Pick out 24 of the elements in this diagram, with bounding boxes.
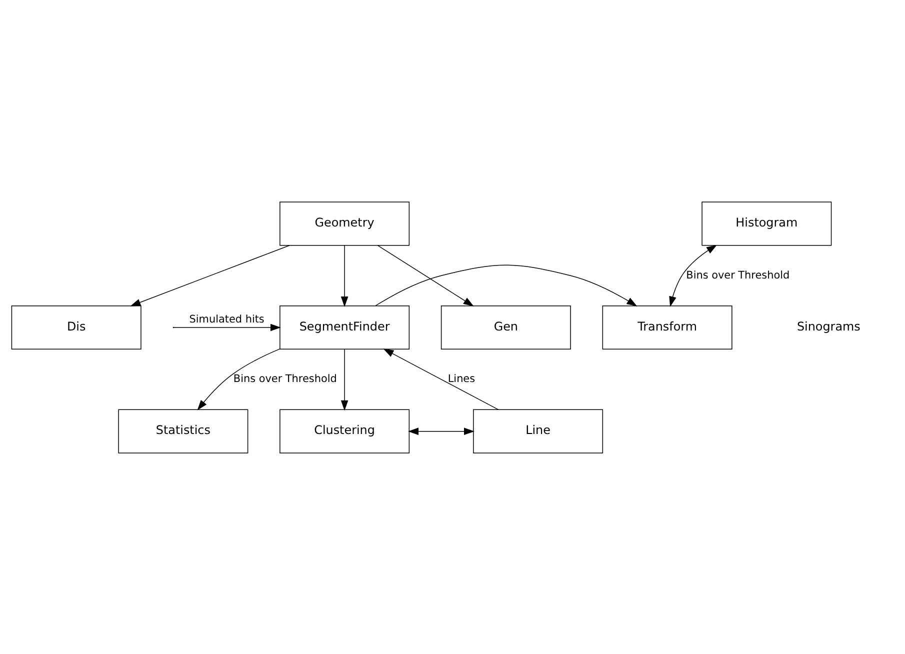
node-box: Histogram xyxy=(702,201,832,246)
node-box: Gen xyxy=(440,304,571,350)
node-box: Geometry xyxy=(280,201,410,246)
arrow xyxy=(375,264,638,306)
arrow xyxy=(340,244,348,306)
edge-label: Bins over Threshold xyxy=(686,268,790,281)
arrow xyxy=(174,323,281,331)
arrow xyxy=(383,348,499,410)
arrow xyxy=(340,348,348,410)
arrow xyxy=(377,244,474,306)
node-box: SegmentFinder xyxy=(280,304,410,350)
label: Sinograms xyxy=(796,318,860,333)
node-box: Clustering xyxy=(280,408,410,453)
arrow xyxy=(408,427,474,435)
edge-label: Bins over Threshold xyxy=(233,372,337,385)
edge-label: Simulated hits xyxy=(189,312,264,325)
node-box: Statistics xyxy=(118,408,248,453)
arrow xyxy=(130,244,290,306)
node-box: Transform xyxy=(602,304,732,350)
edge-label: Lines xyxy=(448,372,476,385)
arrow xyxy=(669,244,717,306)
node-box: Line xyxy=(473,408,604,453)
arrow xyxy=(197,348,280,410)
node-box: Dis xyxy=(11,304,142,350)
